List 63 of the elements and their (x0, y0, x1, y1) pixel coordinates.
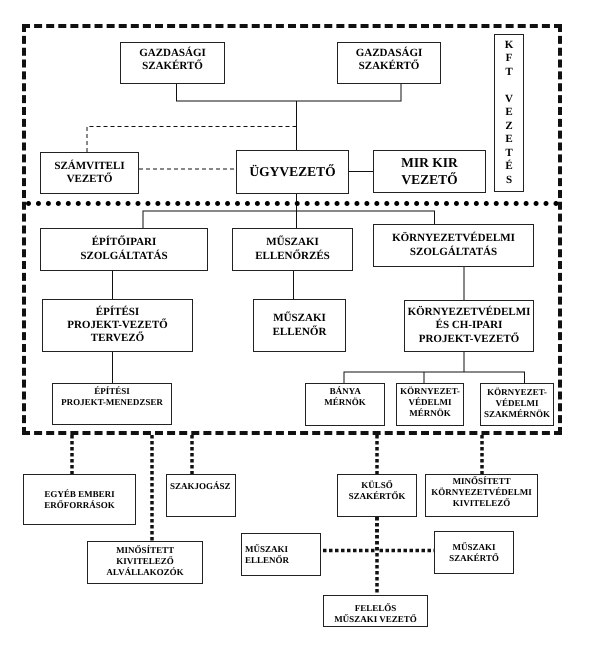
dotted-connector (150, 435, 154, 541)
connector-line (112, 352, 113, 384)
role-label: MINŐSÍTETT KIVITELEZŐ ALVÁLLAKOZÓK (105, 545, 185, 578)
role-label: ÜGYVEZETŐ (249, 164, 336, 180)
role-label: KÖRNYEZET- VÉDELMI MÉRNÖK (399, 386, 461, 418)
heading-box (494, 34, 524, 192)
role-label: KÖRNYEZET- VÉDELMI SZAKMÉRNÖK (482, 387, 551, 420)
position-box (305, 383, 385, 426)
dashed-connector (138, 168, 236, 170)
role-label: GAZDASÁGI SZAKÉRTŐ (138, 47, 207, 74)
position-box (373, 224, 534, 267)
position-box (373, 150, 486, 193)
role-label: KÖRNYEZETVÉDELMI SZOLGÁLTATÁS (391, 232, 516, 259)
position-box (425, 474, 538, 517)
position-box (404, 300, 534, 352)
role-label: ÉPÍTÉSI PROJEKT-MENEDZSER (60, 386, 164, 408)
position-box (337, 42, 441, 84)
dotted-connector (375, 517, 379, 595)
role-label: BÁNYA MÉRNÖK (323, 386, 367, 408)
position-box (120, 42, 225, 84)
role-label: MŰSZAKI SZAKÉRTŐ (448, 542, 500, 564)
role-label: SZAKJOGÁSZ (170, 481, 231, 492)
role-label: KÜLSŐ SZAKÉRTŐK (348, 480, 406, 502)
role-label: GAZDASÁGI SZAKÉRTŐ (354, 47, 424, 74)
connector-line (112, 270, 113, 300)
connector-line (296, 84, 402, 150)
connector-line (293, 270, 294, 300)
role-label: ÉPÍTÉSI PROJEKT-VEZETŐ TERVEZŐ (66, 306, 169, 346)
role-label: MŰSZAKI ELLENŐR (272, 312, 328, 339)
role-label: FELELŐS MŰSZAKI VEZETŐ (334, 603, 418, 625)
position-box (236, 150, 349, 194)
role-label: MŰSZAKI ELLENŐRZÉS (254, 236, 331, 263)
position-box (323, 595, 428, 627)
role-label: MŰSZAKI ELLENŐR (245, 544, 290, 566)
position-box (166, 474, 236, 517)
role-label: ÉPÍTŐIPARI SZOLGÁLTATÁS (79, 236, 169, 263)
position-box (337, 474, 417, 517)
position-box (52, 383, 172, 425)
dashed-connector (86, 126, 297, 152)
role-label: SZÁMVITELI VEZETŐ (53, 160, 126, 186)
role-label: EGYÉB EMBERI ERŐFORRÁSOK (43, 488, 116, 510)
dotted-connector (480, 435, 484, 474)
position-box (232, 228, 353, 271)
position-box (87, 541, 203, 584)
position-box (480, 383, 554, 426)
position-box (434, 531, 514, 574)
position-box (396, 383, 464, 426)
position-box (40, 152, 139, 194)
position-box (40, 228, 208, 271)
dotted-connector (190, 435, 194, 474)
position-box (23, 474, 136, 525)
dotted-connector (70, 435, 74, 474)
connector-line (348, 171, 374, 172)
role-label: MIR KIR VEZETŐ (400, 155, 459, 188)
dotted-connector (375, 435, 379, 474)
role-label: MINŐSÍTETT KÖRNYEZETVÉDELMI KIVITELEZŐ (430, 476, 533, 508)
position-box (42, 299, 193, 352)
position-box (253, 299, 346, 352)
position-box (241, 533, 321, 576)
connector-line (464, 352, 525, 384)
role-label: KÖRNYEZETVÉDELMI ÉS CH-IPARI PROJEKT-VEZETŐ (406, 306, 532, 346)
vertical-title: KFT VEZETÉS (504, 38, 514, 188)
dashed-frame (22, 24, 562, 435)
